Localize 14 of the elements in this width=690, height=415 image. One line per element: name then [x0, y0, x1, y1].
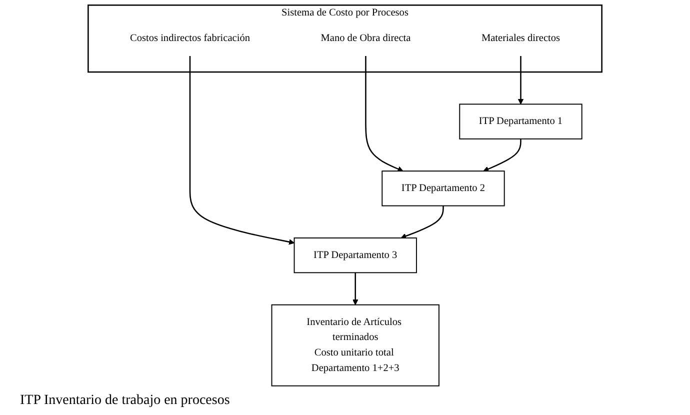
node-box: ITP Departamento 1 — [459, 104, 582, 140]
node-text: Materiales directos — [481, 32, 560, 44]
arrow — [189, 56, 295, 245]
arrow — [400, 206, 444, 239]
node-box: ITP Departamento 3 — [294, 237, 417, 274]
node-box: ITP Departamento 2 — [382, 170, 505, 206]
arrow — [518, 56, 524, 104]
arrow — [483, 138, 522, 172]
node-box: Inventario de Artículos terminados Costo unitario total Departamento 1+2+3 — [271, 304, 440, 386]
arrow — [352, 272, 358, 306]
node-text: Mano de Obra directa — [320, 32, 411, 44]
arrow — [365, 56, 404, 172]
node-text: Costos indirectos fabricación — [130, 32, 250, 44]
note-text: ITP Inventario de trabajo en procesos — [20, 393, 231, 409]
